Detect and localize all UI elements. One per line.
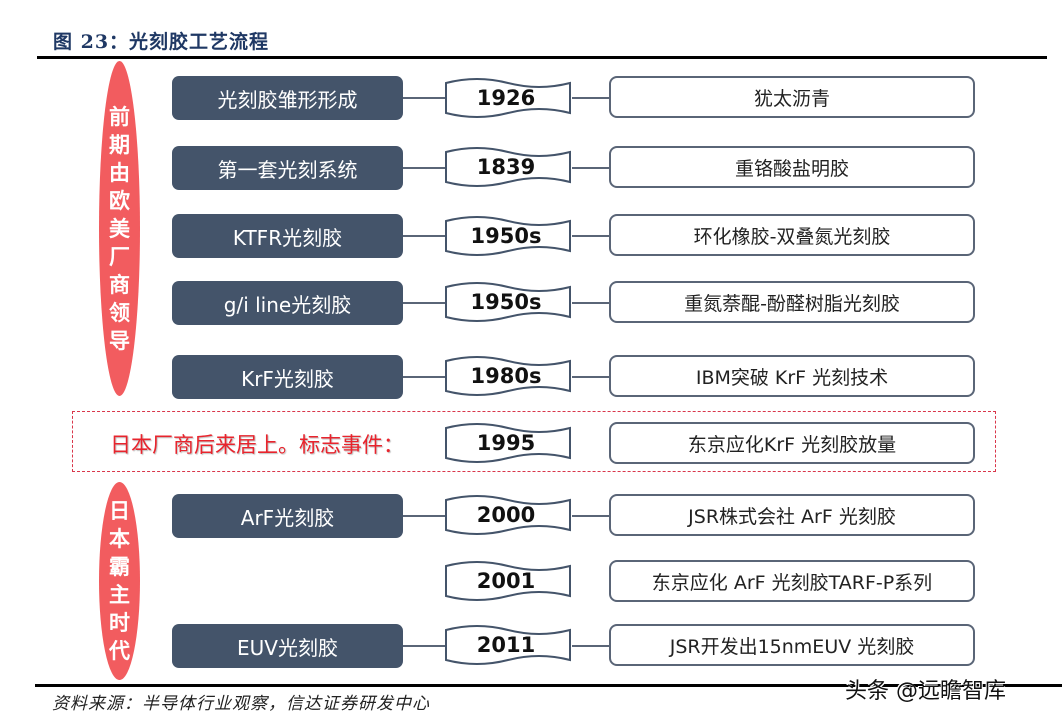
era-char: 主	[109, 583, 130, 607]
ribbon-shape-icon	[445, 282, 571, 322]
description-box: IBM突破 KrF 光刻技术	[609, 355, 975, 397]
ribbon-shape-icon	[445, 147, 571, 187]
ribbon-shape-icon	[445, 216, 571, 256]
year-ribbon: 1950s	[444, 281, 572, 323]
year-ribbon: 1950s	[444, 215, 572, 257]
era-char: 欧	[109, 188, 130, 213]
era-char: 日	[109, 499, 130, 523]
description-box: 犹太沥青	[609, 76, 975, 118]
era-early-western: 前 期 由 欧 美 厂 商 领 导	[99, 61, 140, 396]
year-label: 1980s	[470, 364, 542, 388]
era-japan-dominance: 日 本 霸 主 时 代	[99, 482, 140, 680]
description-box: 环化橡胶-双叠氮光刻胶	[609, 214, 975, 256]
year-ribbon: 2011	[444, 624, 572, 666]
era-char: 霸	[109, 555, 130, 579]
year-label: 2000	[476, 503, 536, 527]
connector-line	[572, 376, 609, 378]
year-ribbon: 1926	[444, 77, 572, 119]
product-box: KrF光刻胶	[172, 355, 403, 399]
connector-line	[403, 645, 445, 647]
era-char: 前	[109, 104, 130, 129]
description-box: 重氮萘醌-酚醛树脂光刻胶	[609, 281, 975, 323]
product-box: ArF光刻胶	[172, 494, 403, 538]
japan-milestone-label: 日本厂商后来居上。标志事件：	[110, 433, 404, 457]
ribbon-shape-icon	[445, 625, 571, 665]
ribbon-shape-icon	[445, 495, 571, 535]
year-label: 1950s	[470, 224, 542, 248]
era-char: 期	[109, 132, 130, 157]
connector-line	[403, 515, 445, 517]
connector-line	[572, 235, 609, 237]
connector-line	[403, 97, 445, 99]
japan-milestone-band	[72, 411, 996, 472]
header-rule	[37, 56, 1047, 59]
connector-line	[403, 167, 445, 169]
era-char: 美	[109, 216, 130, 241]
year-label: 1926	[476, 86, 536, 110]
connector-line	[572, 645, 609, 647]
era-char: 商	[109, 272, 130, 297]
era-char: 代	[109, 639, 130, 663]
era-char: 导	[109, 328, 130, 353]
product-box: EUV光刻胶	[172, 624, 403, 668]
product-box: 光刻胶雏形形成	[172, 76, 403, 120]
footer-rule	[35, 684, 1062, 687]
year-ribbon: 1995	[444, 422, 572, 464]
connector-line	[572, 302, 609, 304]
connector-line	[403, 376, 445, 378]
description-box: JSR株式会社 ArF 光刻胶	[609, 494, 975, 536]
product-box: 第一套光刻系统	[172, 146, 403, 190]
product-box: g/i line光刻胶	[172, 281, 403, 325]
source-note: 资料来源：半导体行业观察，信达证券研发中心	[52, 694, 430, 714]
connector-line	[572, 515, 609, 517]
figure-title: 图 23：光刻胶工艺流程	[53, 31, 270, 53]
ribbon-shape-icon	[445, 423, 571, 463]
era-char: 本	[109, 527, 130, 551]
era-char: 时	[109, 611, 130, 635]
year-label: 1839	[476, 155, 536, 179]
ribbon-shape-icon	[445, 561, 571, 601]
year-label: 2001	[476, 569, 536, 593]
era-char: 由	[109, 160, 130, 185]
year-ribbon: 2000	[444, 494, 572, 536]
year-ribbon: 2001	[444, 560, 572, 602]
watermark: 头条 @远瞻智库	[845, 679, 1006, 704]
year-label: 1995	[476, 431, 536, 455]
year-ribbon: 1980s	[444, 355, 572, 397]
description-box: 东京应化 ArF 光刻胶TARF-P系列	[609, 560, 975, 602]
year-label: 2011	[476, 633, 536, 657]
era-char: 领	[109, 300, 130, 325]
description-box: JSR开发出15nmEUV 光刻胶	[609, 624, 975, 666]
ribbon-shape-icon	[445, 78, 571, 118]
description-box: 重铬酸盐明胶	[609, 146, 975, 188]
connector-line	[403, 302, 445, 304]
connector-line	[572, 167, 609, 169]
era-char: 厂	[109, 244, 130, 269]
year-label: 1950s	[470, 290, 542, 314]
ribbon-shape-icon	[445, 356, 571, 396]
year-ribbon: 1839	[444, 146, 572, 188]
description-box: 东京应化KrF 光刻胶放量	[609, 422, 975, 464]
connector-line	[403, 235, 445, 237]
connector-line	[572, 97, 609, 99]
product-box: KTFR光刻胶	[172, 214, 403, 258]
